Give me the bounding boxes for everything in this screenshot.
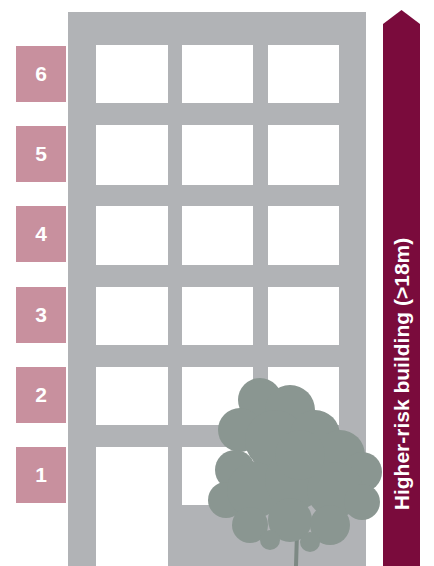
floor-number-box: 6 (16, 46, 66, 102)
floor-number-box: 5 (16, 126, 66, 182)
windows (96, 45, 339, 566)
floor-number-box: 4 (16, 206, 66, 262)
floor-number: 4 (35, 222, 47, 246)
floor-number-box: 2 (16, 367, 66, 423)
arrow-label: Higher-risk building (>18m) (390, 238, 414, 510)
floor-number: 6 (35, 62, 47, 86)
building-facade (68, 12, 366, 566)
floor-number-box: 3 (16, 287, 66, 343)
floor-number: 1 (35, 463, 47, 487)
floor-number: 5 (35, 142, 47, 166)
floor-number-box: 1 (16, 447, 66, 503)
arrow-head (383, 10, 420, 24)
floor-number: 2 (35, 383, 47, 407)
height-arrow: Higher-risk building (>18m) (383, 24, 420, 566)
tree (208, 378, 382, 566)
floor-number: 3 (35, 303, 47, 327)
